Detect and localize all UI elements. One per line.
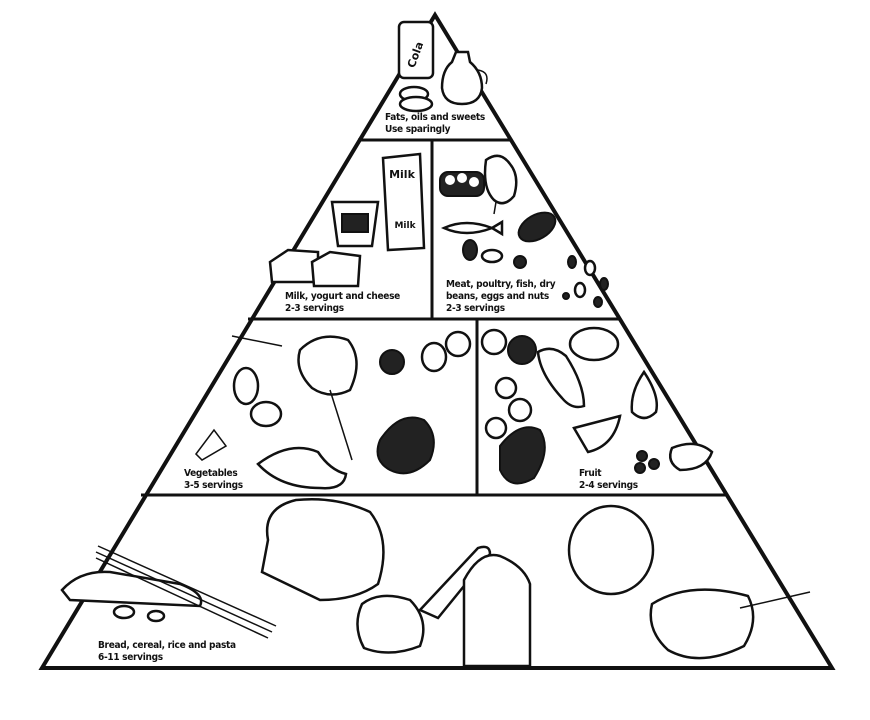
bread-loaf-icon: [462, 553, 532, 668]
cheese-blocks-icon: [268, 248, 362, 288]
cola-can-icon: Cola: [397, 20, 435, 80]
bread-slices-icon: [260, 497, 385, 602]
pasta-icon: [60, 545, 277, 639]
fruits-icon: [480, 326, 714, 485]
eggs-icon: [439, 171, 485, 197]
vegetables-icon: [195, 330, 472, 490]
svg-text:Milk: Milk: [394, 221, 416, 231]
cereal-bowl-icon: [649, 588, 811, 660]
svg-text:Milk: Milk: [389, 168, 415, 181]
beans-icon: [462, 239, 609, 308]
milk-carton-icon: Milk Milk: [381, 152, 426, 252]
rice-scoop-icon: [356, 545, 492, 654]
fish-icon: [440, 219, 504, 237]
chicken-icon: [483, 154, 518, 215]
pyramid-outline: [38, 11, 836, 670]
cookies-icon: [398, 85, 434, 113]
oil-jug-icon: [440, 50, 488, 106]
steak-icon: [517, 211, 557, 243]
tortilla-icon: [567, 504, 655, 596]
yogurt-cup-icon: [330, 200, 380, 248]
